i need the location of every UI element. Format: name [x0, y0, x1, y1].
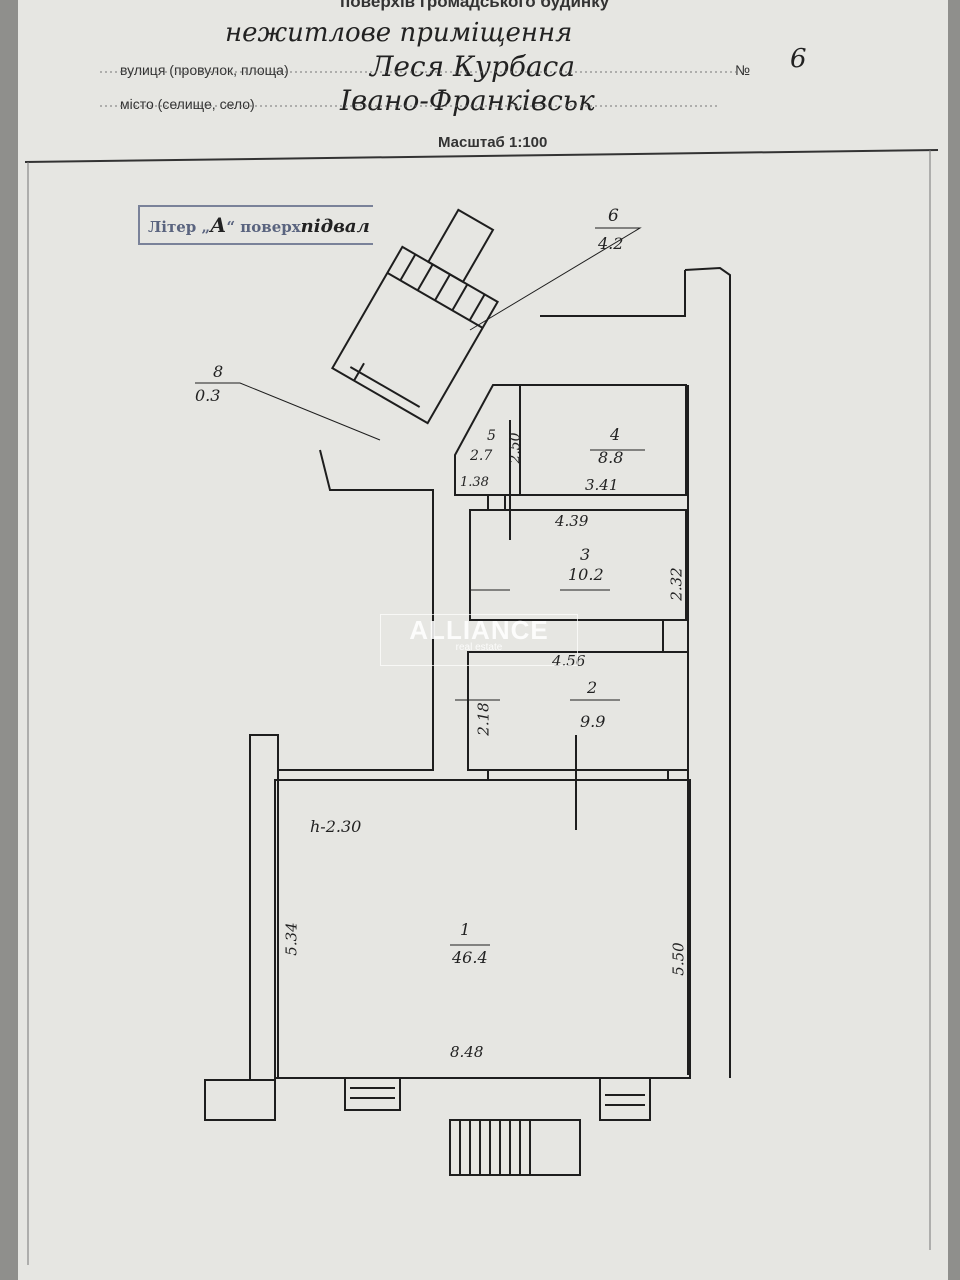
room-3: [469, 509, 687, 621]
stamp-prefix: Літер „: [148, 218, 211, 236]
scale-label: Масштаб 1:100: [438, 134, 548, 151]
room-8-num: 8: [213, 362, 224, 381]
room-5-area: 2.7: [470, 448, 493, 464]
dim-3-top: 4.39: [555, 512, 589, 530]
street-label: вулиця (провулок, площа): [120, 62, 289, 78]
room-3-area: 10.2: [568, 565, 604, 584]
stamp-letter: А: [210, 213, 227, 237]
dim-3-right: 2.32: [667, 567, 686, 601]
room-4-area: 8.8: [598, 448, 624, 467]
room-6-num: 6: [608, 206, 619, 226]
dim-5-bottom: 1.38: [460, 475, 489, 490]
bottom-steps: [275, 1077, 690, 1121]
room-6-area: 4.2: [598, 234, 624, 253]
watermark: ALLIANCE real estate: [380, 614, 578, 666]
room-2-area: 9.9: [580, 712, 606, 731]
city-label: місто (селище, село): [120, 96, 255, 112]
frame-sides: [27, 150, 931, 1265]
dim-1-right: 5.50: [669, 942, 688, 976]
dim-4-bottom: 3.41: [585, 476, 619, 494]
room-2-num: 2: [587, 678, 598, 697]
room-8-area: 0.3: [195, 386, 221, 405]
frame-top: [24, 149, 939, 163]
room-1-area: 46.4: [452, 948, 488, 967]
watermark-brand: ALLIANCE: [409, 615, 549, 645]
fraction-lines: [450, 449, 645, 946]
purpose-handwritten: нежитлове приміщення: [225, 18, 573, 48]
paper-sheet: [18, 0, 948, 1280]
staircase-upper: [331, 208, 499, 425]
entrance-stairs: [449, 1119, 581, 1176]
room-2: [467, 651, 689, 771]
city-value: Івано-Франківськ: [340, 84, 595, 117]
right-wall: [540, 266, 731, 1078]
openings: [487, 420, 669, 830]
stamp-floor: підвал: [300, 216, 370, 237]
stamp-suffix: “ поверх: [226, 218, 301, 236]
dim-2-left: 2.18: [474, 702, 493, 736]
ceiling-height: h-2.30: [310, 817, 362, 836]
watermark-sub: real estate: [455, 642, 503, 653]
room-5-num: 5: [487, 428, 496, 444]
street-value: Леся Курбаса: [370, 50, 576, 83]
dim-1-bottom: 8.48: [450, 1043, 484, 1061]
room-4-num: 4: [610, 425, 621, 444]
number-value: 6: [790, 44, 807, 74]
room-3-num: 3: [580, 545, 591, 564]
room-1-num: 1: [460, 920, 471, 939]
left-wall: [204, 449, 434, 1120]
floor-stamp: Літер „А“ поверхпідвал: [138, 205, 373, 245]
dim-4-5: 2.50: [507, 432, 524, 464]
form-top-line: поверхів громадського будинку: [340, 0, 610, 11]
leader-lines: [195, 227, 642, 441]
dim-1-left: 5.34: [282, 922, 301, 956]
number-label: №: [735, 62, 751, 78]
